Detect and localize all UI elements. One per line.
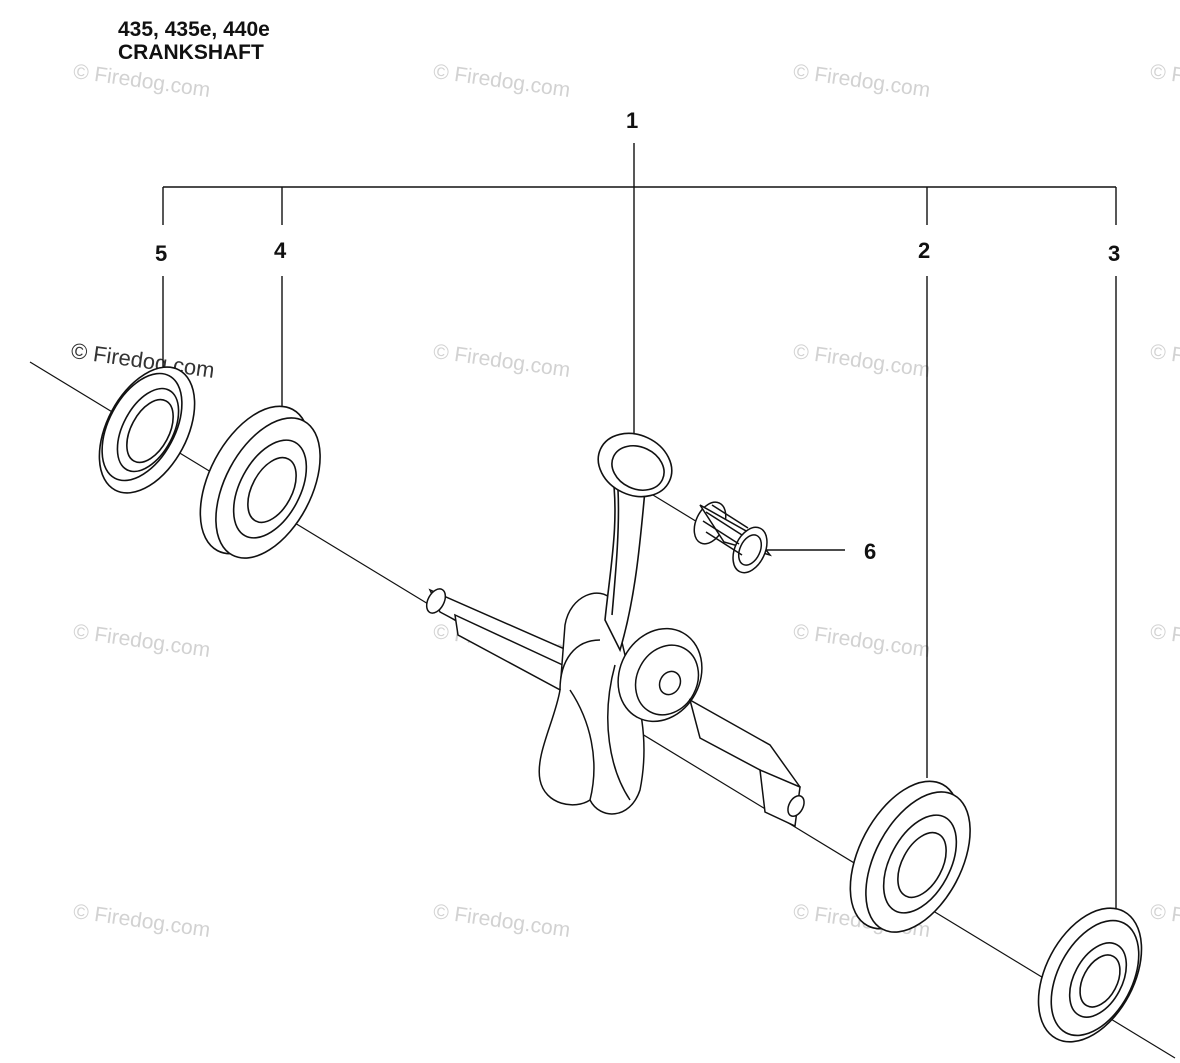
ball-bearing-right — [849, 780, 971, 933]
section-title: CRANKSHAFT — [118, 41, 264, 64]
oil-seal-left — [98, 366, 196, 494]
connecting-rod — [597, 432, 673, 653]
ball-bearing-left — [199, 405, 321, 559]
model-list: 435, 435e, 440e — [118, 18, 270, 41]
callout-4: 4 — [274, 238, 287, 263]
needle-bearing — [693, 501, 773, 574]
callout-3: 3 — [1108, 241, 1121, 266]
oil-seal-right — [1037, 907, 1143, 1043]
diagram-title: 435, 435e, 440e CRANKSHAFT — [118, 18, 270, 64]
callout-5: 5 — [155, 241, 168, 266]
callout-2: 2 — [918, 238, 931, 263]
callout-6: 6 — [864, 539, 877, 564]
callout-1: 1 — [626, 108, 639, 133]
crankshaft — [425, 588, 805, 828]
